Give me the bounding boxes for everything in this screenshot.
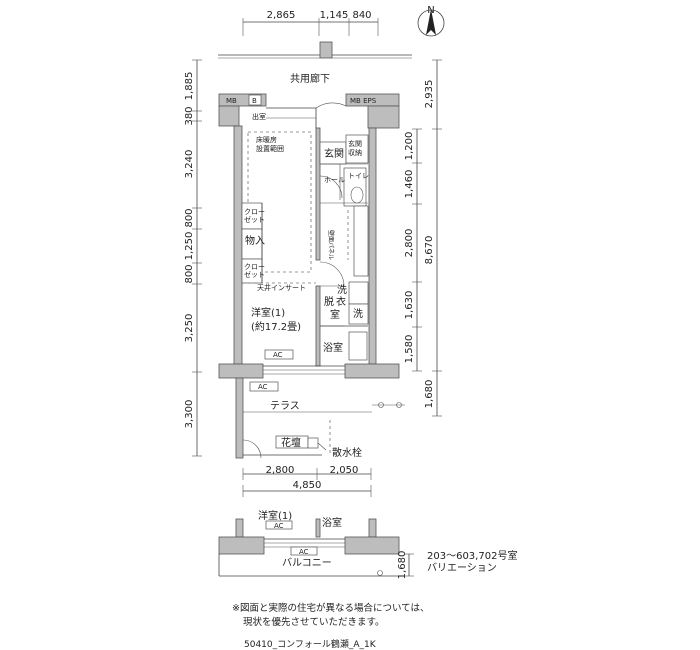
ac-unit-main [264,349,294,360]
terrace-label: テラス [270,400,300,412]
top-dimension-line: 2,865 1,145 840 [242,10,379,36]
flowerbed-label: 花壇 [281,436,301,449]
corridor-label: 共用廊下 [290,72,330,85]
left-dim-2: 380 [184,106,195,125]
entrance-area [319,134,369,207]
corridor-top-wall [218,41,412,59]
dressing-label-3: 衣 [336,295,346,308]
dressing-label-4: 室 [330,308,340,321]
sanitary-area [319,261,369,361]
right-dim-inner-4: 1,630 [404,291,415,320]
b-box [248,94,262,106]
ac-terrace-label: AC [258,383,268,391]
wall-panel-strip [347,205,369,277]
mb-left-label: MB [226,97,237,105]
disclaimer-line-2: 現状を優先させていただきます。 [243,616,385,628]
storage-label: 物入 [245,234,265,247]
ceiling-insert-label: 天井インサート [257,283,306,292]
dressing-label-1: 洗 [337,284,347,296]
left-dim-1: 1,885 [184,72,195,101]
right-dimension-lines [412,59,442,417]
floor-heating-label-1: 床暖房 [256,135,277,144]
variation-caption-1: 203～603,702号室 [427,549,517,562]
variation-ac1-label: AC [274,522,284,530]
top-dim-1: 2,865 [267,10,296,21]
variation-plan [218,518,414,577]
left-dim-7: 3,250 [184,314,195,343]
variation-balcony-label: バルコニー [282,557,332,569]
variation-caption-2: バリエーション [427,562,497,574]
shoe-storage-label-2: 収納 [348,148,362,157]
floor-heating-area [247,131,312,273]
top-dim-3: 840 [352,10,371,21]
closet2-label-1: クロー [244,263,265,271]
variation-ac2-label: AC [299,548,309,556]
washer-label: 洗 [353,308,363,320]
right-dim-inner-3: 2,800 [404,229,415,258]
variation-dim: 1,680 [397,551,408,580]
bath-label: 浴室 [323,341,343,354]
bottom-dim-total: 4,850 [293,480,322,491]
closets [241,202,263,284]
variation-western-label: 洋室(1) [258,509,292,522]
floor-heating-label-2: 設置範囲 [256,144,284,153]
b-box-label: B [252,97,257,105]
western-room-size: (約17.2畳) [251,320,301,333]
plan-code: 50410_コンフォール鶴瀬_A_1K [244,638,377,650]
closet1-label-2: ゼット [244,215,265,224]
left-dim-8: 3,300 [184,400,195,429]
disclaimer-line-1: ※図面と実際の住宅が異なる場合については、 [232,602,430,614]
right-dim-outer-1: 2,935 [424,80,435,109]
closet1-label-1: クロー [244,208,265,216]
mb-eps-label: MB EPS [350,97,377,105]
right-dim-inner-5: 1,580 [404,335,415,364]
north-compass: N [417,5,445,37]
hall-label: ホール [324,176,345,184]
bottom-dimension-lines [242,468,372,497]
genkan-label: 玄関 [324,147,344,160]
left-dim-5: 1,250 [184,232,195,261]
entry-room-label: 出室 [252,112,266,121]
shoe-storage-label-1: 玄関 [348,139,362,148]
variation-bath-label: 浴室 [322,516,342,529]
left-dimension-line [192,59,202,457]
right-dim-inner-1: 1,200 [404,132,415,161]
wall-panel-label: 壁面パネル [327,230,335,260]
western-room-label: 洋室(1) [251,306,285,319]
terrace [235,377,405,459]
toilet-label: トイレ [348,172,369,180]
bottom-dim-2: 2,050 [330,465,359,476]
left-dim-4: 800 [184,208,195,227]
right-dim-inner-2: 1,460 [404,170,415,199]
left-dim-6: 800 [184,264,195,283]
ac-main-label: AC [273,351,283,359]
top-dim-2: 1,145 [320,10,349,21]
sprinkler-label: 散水栓 [332,446,362,459]
entry-alcove [266,102,347,128]
closet2-label-2: ゼット [244,270,265,279]
right-dim-outer-3: 1,680 [424,380,435,409]
right-dim-outer-2: 8,670 [424,236,435,265]
bottom-dim-1: 2,800 [266,465,295,476]
dressing-label-2: 脱 [324,295,334,308]
left-dim-3: 3,240 [184,150,195,179]
